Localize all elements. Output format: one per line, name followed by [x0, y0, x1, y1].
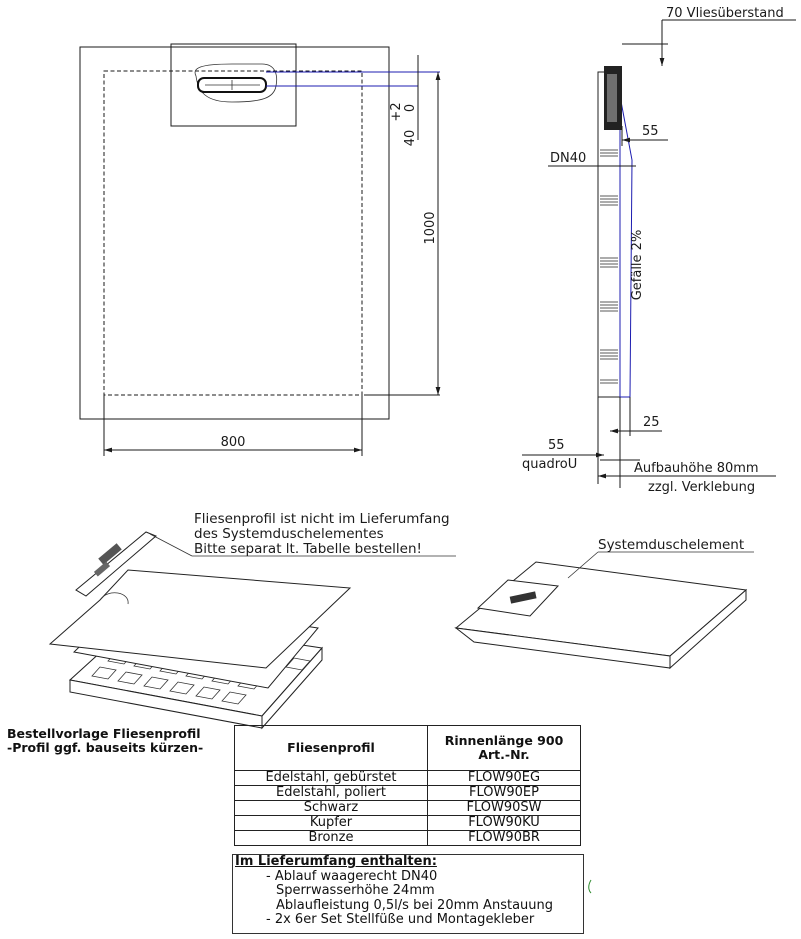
material-cell: Kupfer	[234, 815, 428, 831]
dim-length-label: 1000	[423, 211, 438, 244]
dim-55-right-label: 55	[642, 124, 659, 139]
scope-item: - Ablauf waagerecht DN40	[266, 868, 438, 884]
scope-item: - 2x 6er Set Stellfüße und Montagekleber	[266, 912, 535, 927]
order-template-title-line2: -Profil ggf. bauseits kürzen-	[7, 740, 204, 755]
header-rinnenlaenge: Rinnenlänge 900 Art.-Nr.	[427, 725, 581, 771]
label-leader	[567, 551, 599, 579]
article-number-cell: FLOW90KU	[427, 815, 581, 831]
article-number-cell: FLOW90BR	[427, 830, 581, 846]
tile-profile-clip	[98, 543, 122, 565]
header-fliesenprofil: Fliesenprofil	[234, 725, 428, 771]
dim-overhang-label: 70 Vliesüberstand	[666, 6, 784, 21]
tile-cover-sheet	[48, 569, 352, 669]
scope-of-delivery-box: Im Lieferumfang enthalten: - Ablauf waag…	[232, 854, 584, 934]
order-table: Fliesenprofil Rinnenlänge 900 Art.-Nr. E…	[234, 725, 581, 846]
article-number-cell: FLOW90EG	[427, 770, 581, 786]
dim-slope-label: Gefälle 2%	[630, 230, 645, 301]
scope-title: Im Lieferumfang enthalten:	[235, 854, 437, 869]
dim-width-label: 800	[221, 435, 246, 450]
material-cell: Bronze	[234, 830, 428, 846]
drain-section	[604, 66, 622, 130]
table-row: Edelstahl, poliert FLOW90EP	[234, 785, 581, 801]
tile-profile-clip	[93, 561, 111, 577]
dim-tolerance-plus: +2	[389, 102, 404, 121]
header-rinnenlaenge-line2: Art.-Nr.	[478, 747, 530, 762]
scope-item: Sperrwasserhöhe 24mm	[276, 883, 435, 898]
material-cell: Edelstahl, gebürstet	[234, 770, 428, 786]
scope-item: Ablaufleistung 0,5l/s bei 20mm Anstauung	[276, 897, 553, 913]
shower-tray-outline	[79, 46, 390, 420]
article-number-cell: FLOW90EP	[427, 785, 581, 801]
table-row: Bronze FLOW90BR	[234, 830, 581, 846]
table-row: Kupfer FLOW90KU	[234, 815, 581, 831]
order-template-title: Bestellvorlage Fliesenprofil -Profil ggf…	[7, 727, 203, 755]
top-view: 800 1000 +2 40 0	[79, 43, 441, 456]
dim-quadro-label: quadroU	[522, 457, 577, 472]
order-template-title-line1: Bestellvorlage Fliesenprofil	[7, 726, 201, 741]
drain-cover-plate	[170, 43, 297, 127]
drain-section-detail	[607, 74, 617, 122]
header-rinnenlaenge-line1: Rinnenlänge 900	[444, 733, 564, 748]
dim-tolerance-40: 40	[403, 130, 418, 147]
table-row: Edelstahl, gebürstet FLOW90EG	[234, 770, 581, 786]
dim-dn40-label: DN40	[550, 151, 586, 166]
decorative-mark	[588, 879, 592, 894]
article-number-cell: FLOW90SW	[427, 800, 581, 816]
system-element-drain-slot	[509, 591, 537, 604]
assembled-iso-view: Systemduschelement	[454, 537, 754, 670]
dim-tolerance-zero: 0	[403, 104, 418, 112]
side-hatching	[600, 149, 618, 384]
material-cell: Edelstahl, poliert	[234, 785, 428, 801]
system-element-label: Systemduschelement	[598, 537, 744, 553]
dim-55-left-label: 55	[548, 438, 565, 453]
base-grid-side-right	[261, 646, 323, 730]
system-element-side-right	[669, 588, 747, 670]
profile-note-line2: des Systemduschelementes	[194, 526, 384, 542]
note-leader	[149, 533, 193, 557]
order-table-header: Fliesenprofil Rinnenlänge 900 Art.-Nr.	[234, 725, 581, 771]
dim-height-label: Aufbauhöhe 80mm	[634, 461, 759, 476]
dim-25-label: 25	[643, 415, 660, 430]
table-row: Schwarz FLOW90SW	[234, 800, 581, 816]
profile-note-line1: Fliesenprofil ist nicht im Lieferumfang	[194, 511, 450, 527]
tile-cover-cutout	[99, 592, 129, 605]
dim-glue-label: zzgl. Verklebung	[648, 480, 755, 495]
tile-area-dashed	[103, 70, 363, 396]
side-view: 70 Vliesüberstand 55 DN40 Gefälle 2% 25 …	[522, 6, 796, 495]
tile-profile	[75, 531, 157, 597]
material-cell: Schwarz	[234, 800, 428, 816]
exploded-iso-view: Fliesenprofil ist nicht im Lieferumfang …	[48, 511, 456, 730]
profile-note-line3: Bitte separat lt. Tabelle bestellen!	[194, 541, 422, 557]
